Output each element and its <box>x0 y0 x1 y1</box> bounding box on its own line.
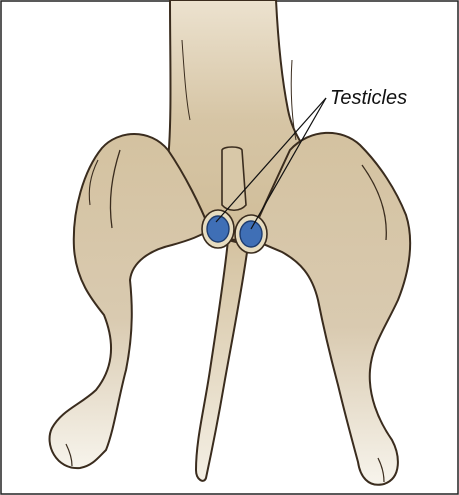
prepuce <box>222 147 246 210</box>
right-testicle <box>240 221 262 247</box>
testicles-label: Testicles <box>330 87 407 109</box>
tail <box>196 240 248 481</box>
right-hind-leg <box>250 133 410 485</box>
left-hind-leg <box>50 134 210 468</box>
